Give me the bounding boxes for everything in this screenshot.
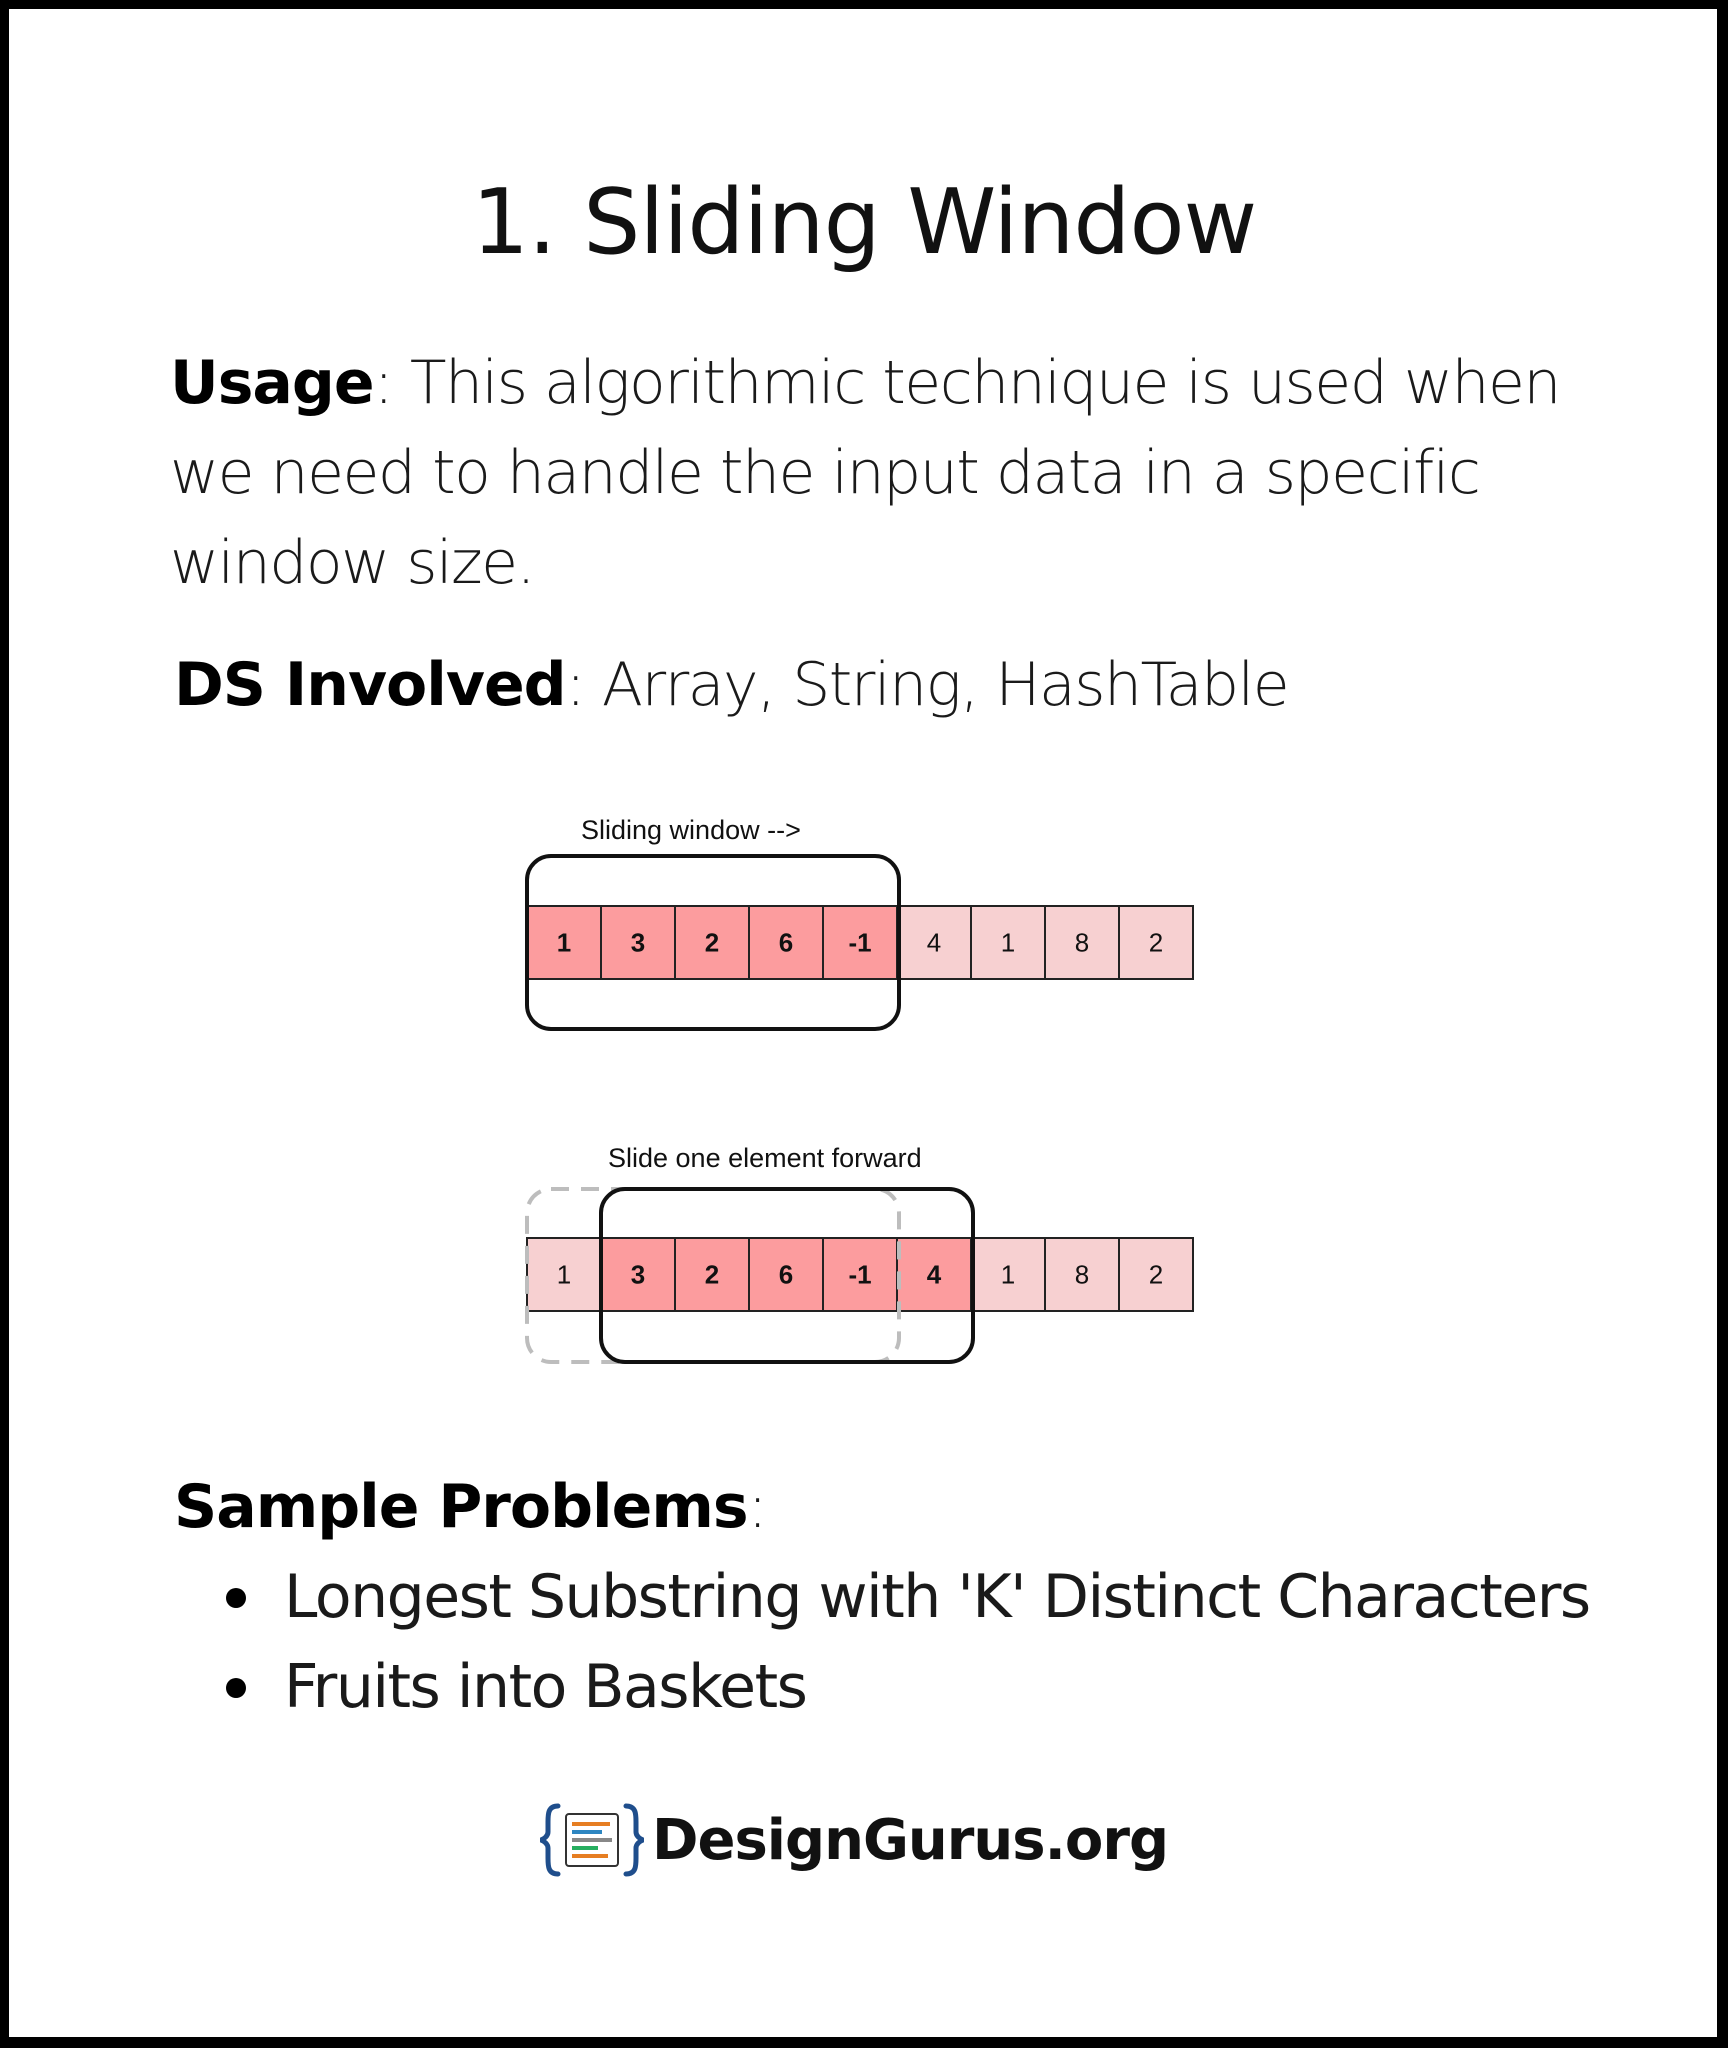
diagram1-cell-value: 1 xyxy=(557,928,571,958)
diagram1-cell-value: 2 xyxy=(705,928,719,958)
diagram2-cell-value: 2 xyxy=(1149,1260,1163,1290)
problem-title: Fruits into Baskets xyxy=(284,1652,808,1722)
usage-paragraph: Usage: This algorithmic technique is use… xyxy=(170,338,1590,608)
usage-label: Usage xyxy=(170,348,375,418)
diagram2-cell-value: 1 xyxy=(557,1260,571,1290)
list-item: Fruits into Baskets xyxy=(224,1642,1590,1732)
ds-involved-paragraph: DS Involved: Array, String, HashTable xyxy=(174,640,1594,730)
bullet-icon xyxy=(226,1588,246,1608)
diagram2-cell-value: 3 xyxy=(631,1260,645,1290)
diagram2-cell xyxy=(896,1237,972,1312)
usage-text: : This algorithmic technique is used whe… xyxy=(170,348,1561,598)
diagram2-cell-value: 6 xyxy=(779,1260,793,1290)
diagram2-array: 1 3 2 6 -1 4 1 8 2 xyxy=(526,1237,1194,1312)
diagram1-cell-value: 3 xyxy=(631,928,645,958)
diagram1-array: 1 3 2 6 -1 4 1 8 2 xyxy=(526,905,1194,980)
diagram1-window xyxy=(525,854,901,1031)
diagram1-cell-value: 8 xyxy=(1075,928,1089,958)
diagram1-cell xyxy=(1118,905,1194,980)
diagram2-cell xyxy=(822,1237,898,1312)
sample-problems-list: Longest Substring with 'K' Distinct Char… xyxy=(224,1552,1591,1732)
diagram2-window xyxy=(599,1187,975,1364)
diagram2-cell xyxy=(748,1237,824,1312)
sample-label: Sample Problems xyxy=(174,1472,749,1542)
diagram2-cell xyxy=(600,1237,676,1312)
diagram2-cell-value: 4 xyxy=(927,1260,942,1290)
diagram2-cell-value: 1 xyxy=(1001,1260,1015,1290)
diagram2-cell-value: -1 xyxy=(848,1260,871,1290)
diagram1-cell-value: -1 xyxy=(848,928,871,958)
list-item: Longest Substring with 'K' Distinct Char… xyxy=(224,1552,1591,1642)
sample-suffix: : xyxy=(747,1472,768,1542)
page-title: 1. Sliding Window xyxy=(471,170,1257,275)
problem-title: Longest Substring with 'K' Distinct Char… xyxy=(284,1562,1591,1632)
diagram2-cell xyxy=(1044,1237,1120,1312)
diagram1-cell xyxy=(600,905,676,980)
diagram1-cell xyxy=(822,905,898,980)
diagram2-caption: Slide one element forward xyxy=(608,1143,922,1173)
diagram1-cell-value: 4 xyxy=(927,928,941,958)
diagram2-cell-value: 8 xyxy=(1075,1260,1089,1290)
ds-label: DS Involved xyxy=(174,650,567,720)
designgurus-logo: DesignGurus.org xyxy=(540,1800,1169,1880)
sample-problems-heading: Sample Problems: xyxy=(174,1462,1594,1552)
diagram2-cell-value: 2 xyxy=(705,1260,719,1290)
diagram2-cell xyxy=(1118,1237,1194,1312)
code-braces-icon xyxy=(540,1803,644,1877)
logo-text: DesignGurus.org xyxy=(652,1807,1169,1873)
sliding-window-diagram: Sliding window --> 1 3 2 6 -1 4 1 8 2 Slide one … xyxy=(525,815,1194,1364)
ds-text: : Array, String, HashTable xyxy=(565,650,1290,720)
bullet-icon xyxy=(226,1678,246,1698)
diagram2-cell xyxy=(526,1237,602,1312)
diagram1-caption: Sliding window --> xyxy=(581,815,801,845)
diagram1-cell xyxy=(970,905,1046,980)
diagram1-cell xyxy=(1044,905,1120,980)
diagram1-cell xyxy=(674,905,750,980)
diagram1-cell-value: 2 xyxy=(1149,928,1163,958)
diagram1-cell-value: 1 xyxy=(1001,928,1015,958)
diagram1-cell xyxy=(748,905,824,980)
diagram1-cell-value: 6 xyxy=(779,928,793,958)
